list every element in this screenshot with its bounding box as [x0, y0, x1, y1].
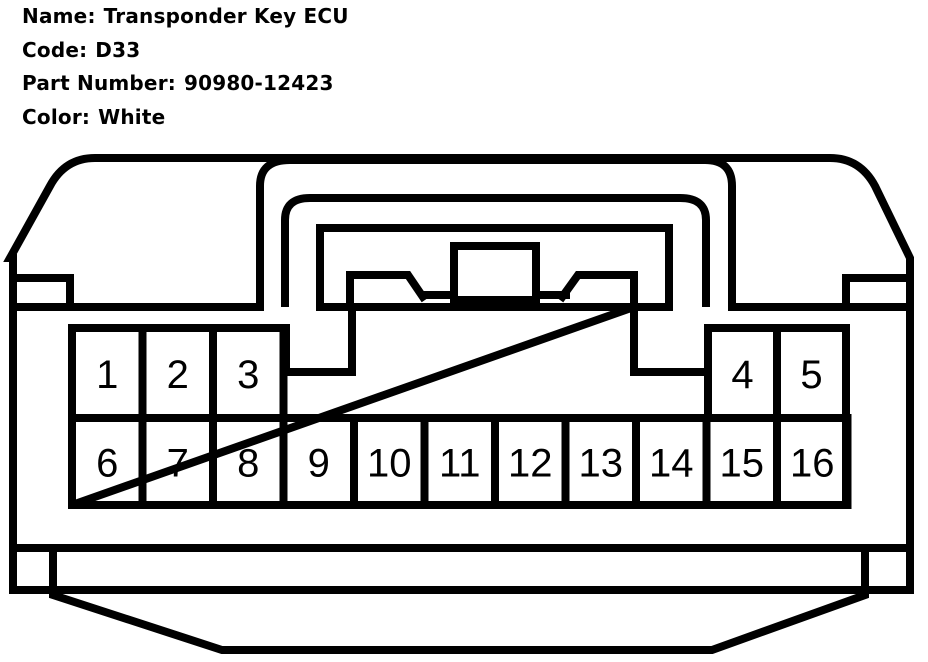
code-label: Code: — [22, 37, 88, 62]
pin-3-label: 3 — [237, 353, 259, 397]
pin-5-label: 5 — [800, 353, 822, 397]
lock-frame-inner — [316, 224, 673, 311]
latch-tab — [346, 271, 638, 307]
name-value: Transponder Key ECU — [103, 4, 349, 28]
code-value: D33 — [95, 37, 141, 62]
pin-10-label: 10 — [367, 442, 412, 486]
pin-4-label: 4 — [731, 353, 753, 397]
color-label: Color: — [22, 104, 91, 129]
pin-14-label: 14 — [649, 442, 694, 486]
pin-9-label: 9 — [308, 442, 330, 486]
lock-frame-outer — [281, 194, 710, 307]
pin-6-label: 6 — [96, 442, 118, 486]
pin-8-label: 8 — [237, 442, 259, 486]
connector-housing-outline — [3, 154, 914, 654]
part-number-label: Part Number: — [22, 71, 176, 95]
pin-1-label: 1 — [96, 353, 118, 397]
pin-12-label: 12 — [508, 442, 553, 486]
part-number-row: Part Number: 90980-12423 — [22, 67, 349, 101]
pin-16-label: 16 — [790, 442, 835, 486]
code-row: Code: D33 — [22, 34, 349, 68]
pin-15-label: 15 — [720, 442, 765, 486]
color-row: Color: White — [22, 101, 349, 135]
pin-7-label: 7 — [167, 442, 189, 486]
part-number-value: 90980-12423 — [183, 71, 334, 95]
pin-11-label: 11 — [439, 442, 481, 486]
pin-2-label: 2 — [167, 353, 189, 397]
latch-center-block — [450, 242, 540, 304]
color-value: White — [98, 104, 166, 129]
housing-top-rim — [13, 274, 910, 307]
name-row: Name: Transponder Key ECU — [22, 0, 349, 34]
connector-info: Name: Transponder Key ECU Code: D33 Part N… — [22, 0, 349, 134]
name-label: Name: — [22, 4, 96, 28]
housing-bottom-line — [13, 544, 910, 594]
pin-16-cell — [773, 414, 852, 509]
pin-13-label: 13 — [579, 442, 624, 486]
housing-shoulder-line — [13, 156, 910, 311]
